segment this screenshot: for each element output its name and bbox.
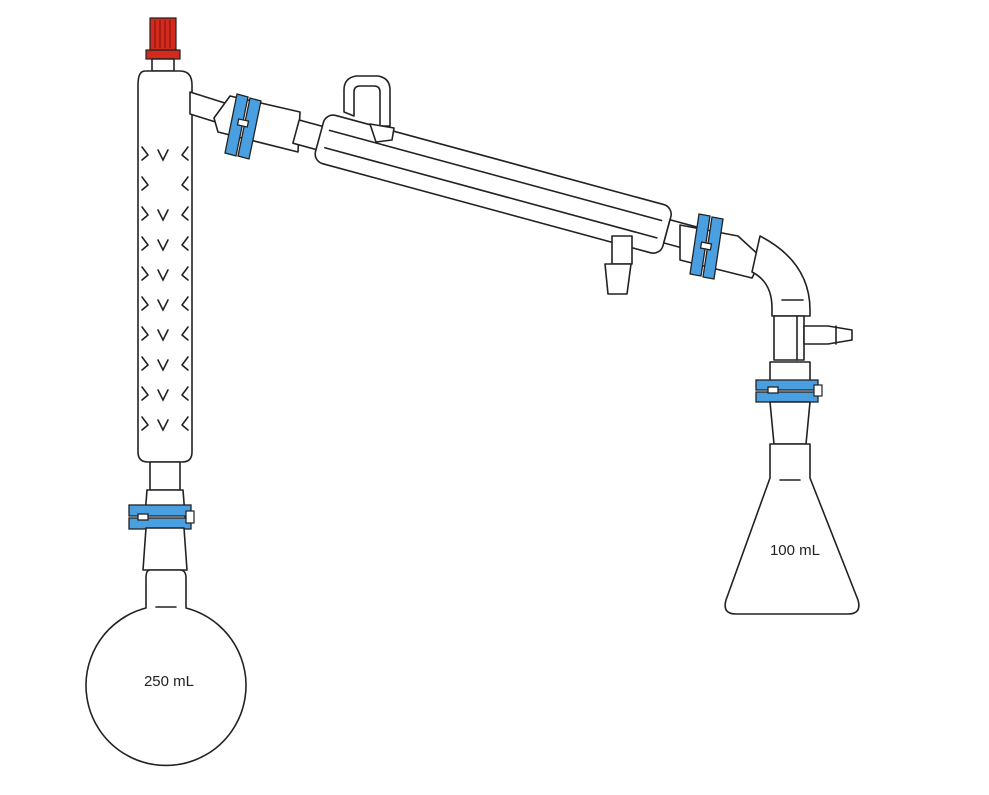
- vigreux-column: [137, 70, 193, 529]
- stopper-cap: [145, 17, 181, 72]
- vacuum-adapter: [751, 235, 853, 389]
- erlenmeyer-volume-label: 100 mL: [770, 542, 820, 559]
- clip-upper-left: [224, 93, 262, 160]
- condenser-upper-port: [343, 75, 395, 143]
- round-bottom-flask: 250 mL: [85, 527, 247, 767]
- round-flask-volume-label: 250 mL: [144, 673, 194, 690]
- liebig-condenser: [292, 114, 704, 254]
- condenser-lower-port: [604, 235, 633, 295]
- clip-lower-right: [755, 379, 823, 403]
- vigreux-indentations: [141, 146, 189, 432]
- erlenmeyer-flask: 100 mL: [724, 401, 860, 615]
- clip-upper-right: [679, 213, 763, 280]
